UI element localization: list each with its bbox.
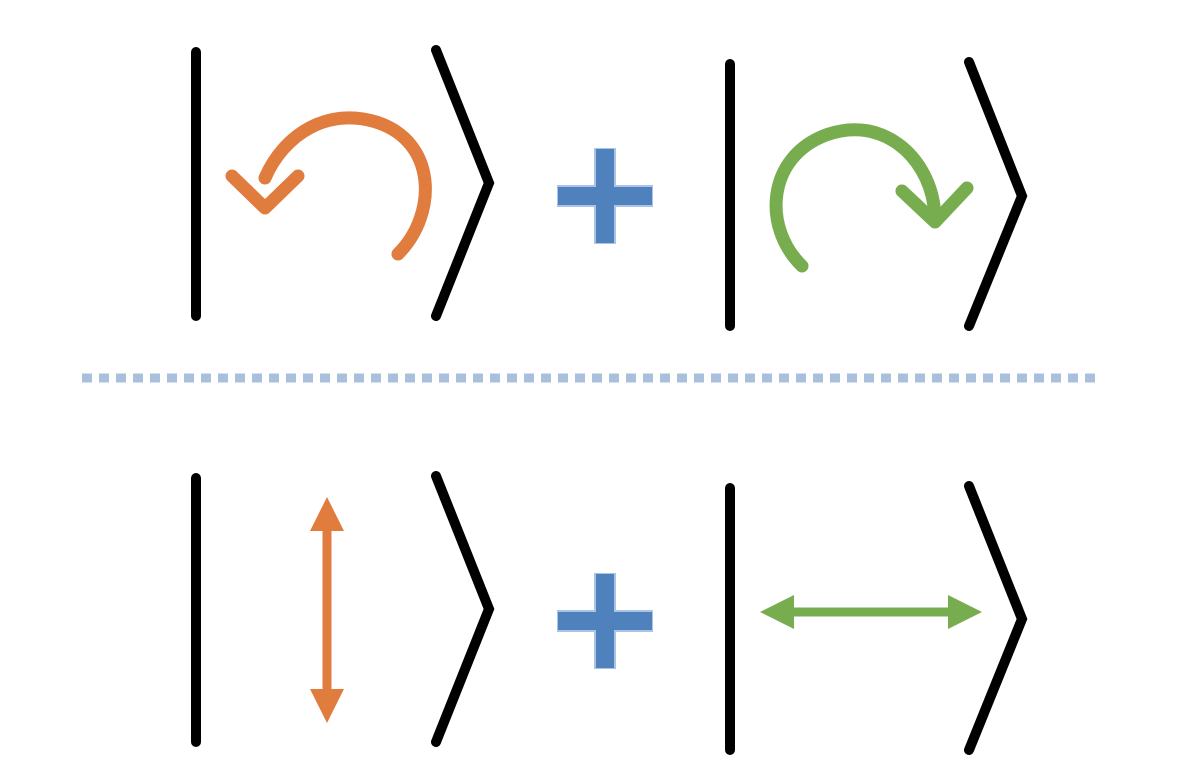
top-row <box>191 45 1028 331</box>
top-right-ket <box>725 57 1028 331</box>
ket-angle-bracket <box>431 45 495 321</box>
counterclockwise-arrow-icon <box>225 111 432 261</box>
bottom-left-ket <box>191 471 495 747</box>
horizontal-double-arrow-icon <box>760 595 982 629</box>
ket-angle-bracket <box>431 471 495 747</box>
plus-icon <box>557 573 653 669</box>
bottom-row <box>191 471 1028 755</box>
clockwise-arrow-icon <box>769 123 974 273</box>
plus-icon <box>557 148 653 244</box>
bottom-right-ket <box>725 481 1028 755</box>
ket-angle-bracket <box>964 481 1028 755</box>
vertical-double-arrow-icon <box>310 497 344 723</box>
ket-angle-bracket <box>964 57 1028 331</box>
top-left-ket <box>191 45 495 321</box>
